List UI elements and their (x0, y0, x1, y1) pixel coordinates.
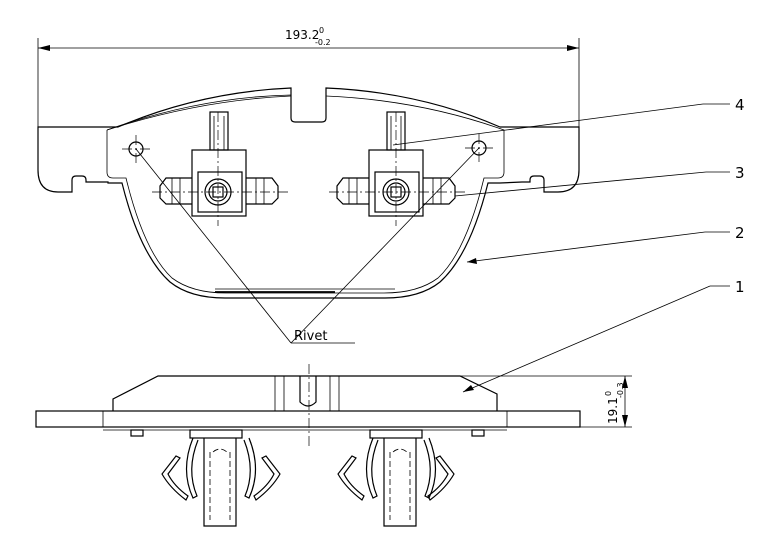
callout-1-label: 1 (735, 278, 745, 296)
clip-right-top-view (329, 111, 465, 226)
clip-left-side-view (161, 429, 281, 527)
thickness-dimension: 19.1 0 -0.3 (460, 375, 632, 428)
friction-material (112, 375, 498, 411)
callout-2: 2 (466, 224, 745, 264)
backplate-outline (37, 87, 580, 299)
width-dimension: 193.2 0 -0.2 (37, 26, 580, 128)
callout-3: 3 (454, 164, 745, 197)
width-dimension-upper-tol: 0 (319, 26, 324, 35)
rivet-label: Rivet (294, 329, 327, 344)
callout-1: 1 (462, 278, 745, 393)
callout-3-label: 3 (735, 164, 745, 182)
width-dimension-lower-tol: -0.2 (315, 38, 331, 47)
callout-4-label: 4 (735, 96, 745, 114)
clip-right-side-view (337, 429, 455, 527)
clip-left-top-view (152, 111, 288, 226)
shim-outline (106, 95, 505, 294)
width-dimension-value: 193.2 (285, 28, 319, 42)
backplate-side (35, 410, 581, 428)
callout-4: 4 (392, 96, 745, 146)
thickness-dimension-value: 19.1 (606, 397, 620, 424)
callout-2-label: 2 (735, 224, 745, 242)
side-view (35, 364, 581, 527)
thickness-dimension-lower-tol: -0.3 (616, 382, 625, 398)
rivet-leaders: Rivet (135, 147, 480, 344)
thickness-dimension-upper-tol: 0 (604, 391, 613, 396)
top-view (37, 87, 580, 299)
